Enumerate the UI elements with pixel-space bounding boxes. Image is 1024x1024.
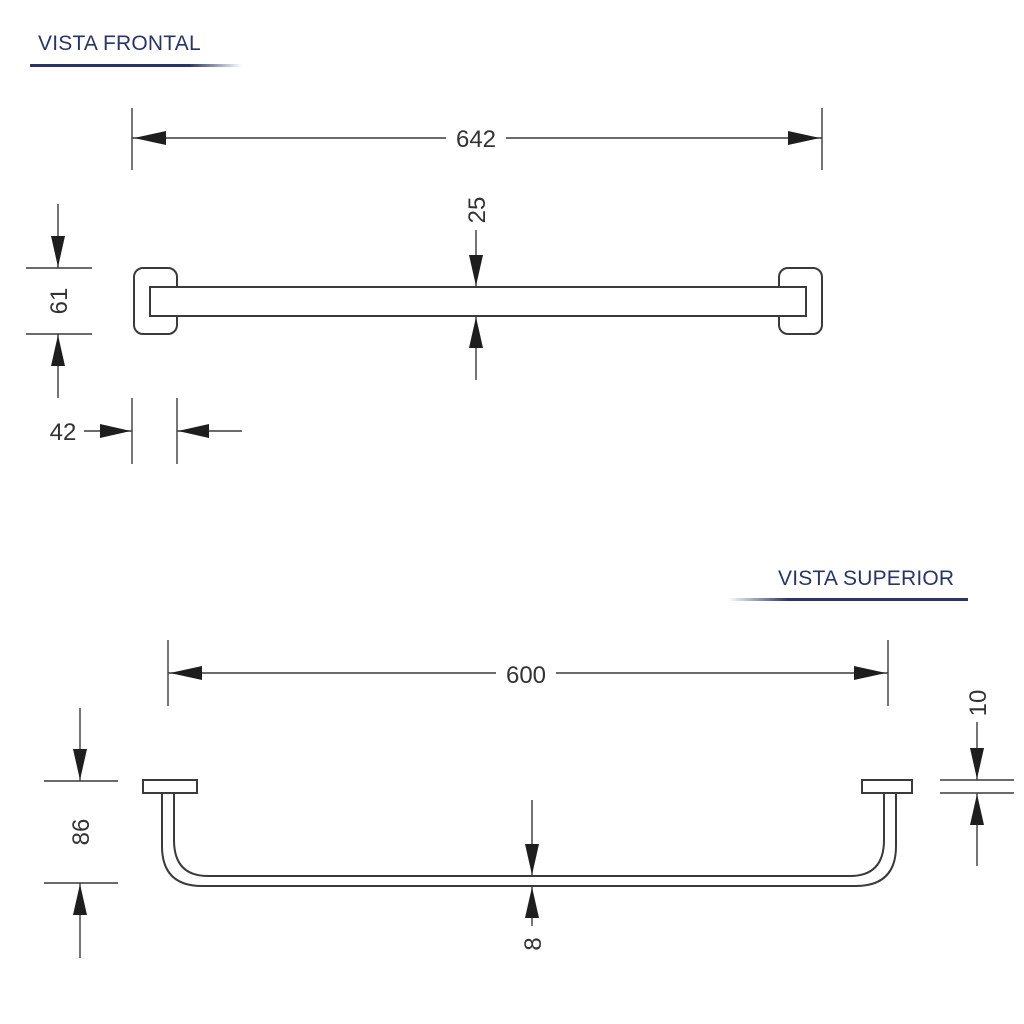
dim-25-value: 25 (464, 197, 491, 224)
dim-8-value: 8 (520, 937, 547, 950)
top-label-underline (728, 598, 968, 601)
dim-42-value: 42 (50, 419, 77, 446)
dim-42-arrow-right (178, 424, 209, 438)
dim-25-arrow-top (469, 255, 483, 286)
dim-10-arrow-top (970, 748, 984, 779)
dim-61-arrow-bottom (51, 335, 65, 366)
dim-600-arrow-right (854, 666, 886, 680)
dim-642-arrow-left (134, 131, 166, 145)
dim-600-value: 600 (506, 662, 546, 689)
dim-8-arrow-top (525, 844, 539, 875)
dim-8-arrow-bottom (525, 887, 539, 918)
dim-86-arrow-bottom (73, 884, 87, 915)
dim-10-value: 10 (965, 690, 992, 717)
front-label-underline (30, 64, 242, 67)
dim-86-arrow-top (73, 749, 87, 780)
top-bar-outer (161, 793, 897, 887)
dim-25-arrow-bottom (469, 317, 483, 348)
front-bar (149, 286, 807, 317)
dim-10-arrow-bottom (970, 794, 984, 825)
dim-86-value: 86 (68, 819, 95, 846)
dim-600-arrow-left (170, 666, 202, 680)
top-left-flange (142, 779, 198, 794)
top-view: 600 86 8 10 (44, 640, 1014, 958)
dim-642-value: 642 (456, 126, 496, 153)
front-view-label: VISTA FRONTAL (38, 32, 201, 55)
dim-42-arrow-left (100, 424, 131, 438)
top-right-flange (861, 779, 913, 794)
dim-642-arrow-right (788, 131, 820, 145)
front-view: 642 25 61 42 (26, 108, 823, 464)
top-bar-inner (173, 793, 885, 877)
dim-61-value: 61 (46, 288, 73, 315)
dim-61-arrow-top (51, 236, 65, 267)
top-view-label: VISTA SUPERIOR (778, 567, 955, 590)
